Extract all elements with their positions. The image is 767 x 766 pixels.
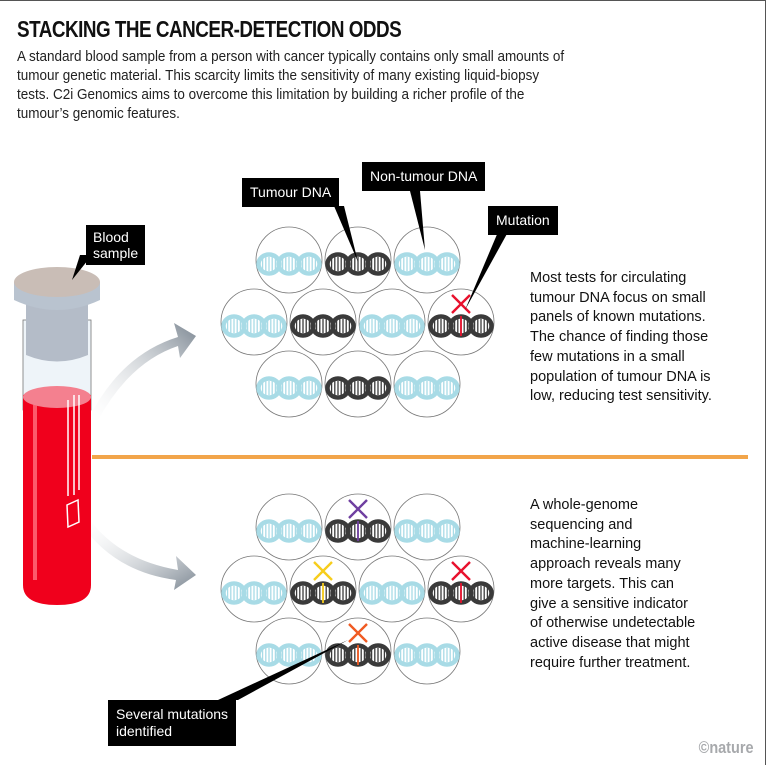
nature-credit: ©nature: [698, 738, 753, 757]
non-tumour-cell: [393, 617, 461, 685]
non-tumour-dna-label: Non-tumour DNA: [362, 162, 486, 191]
tumour-cell: [289, 288, 357, 356]
bottom-panel-description: A whole-genome sequencing and machine-le…: [530, 496, 695, 673]
non-tumour-dna-pointer: [410, 191, 425, 250]
dna-helix-loop: [399, 581, 425, 605]
non-tumour-cell: [358, 288, 426, 356]
dna-helix-loop: [434, 376, 460, 400]
tumour-cell: [289, 555, 357, 623]
non-tumour-cell: [393, 350, 461, 418]
mutation-label: Mutation: [488, 206, 558, 235]
mutation-cross-icon: [451, 561, 471, 581]
dna-helix-loop: [261, 581, 287, 605]
dna-helix-loop: [365, 376, 391, 400]
non-tumour-cell: [358, 555, 426, 623]
desc-line: A whole-genome: [530, 497, 639, 513]
desc-line: machine-learning: [530, 536, 642, 553]
intro-line: tumour genetic material. This scarcity l…: [17, 68, 540, 84]
several-mutations-pointer: [218, 640, 348, 700]
tumour-cell: [324, 226, 392, 294]
dna-helix-loop: [330, 314, 356, 338]
intro-line: A standard blood sample from a person wi…: [17, 49, 565, 65]
tumour-cell: [427, 555, 495, 623]
several-mutations-label: Several mutations identified: [108, 700, 237, 746]
non-tumour-cell: [255, 617, 323, 685]
dna-helix-loop: [434, 643, 460, 667]
dna-helix-loop: [434, 519, 460, 543]
dna-helix-loop: [296, 252, 322, 276]
arrow-to-bottom-panel: [82, 520, 196, 590]
dna-helix-loop: [261, 314, 287, 338]
desc-line: few mutations in a small: [530, 348, 685, 365]
desc-line: require further treatment.: [530, 654, 691, 671]
blood-tube: [14, 267, 100, 605]
mutation-cross-icon: [348, 623, 368, 643]
desc-line: low, reducing test sensitivity.: [530, 388, 712, 405]
label-line: sample: [93, 245, 139, 261]
tumour-cell: [324, 350, 392, 418]
intro-text: A standard blood sample from a person wi…: [17, 48, 757, 124]
arrow-to-top-panel: [88, 323, 196, 420]
dna-helix-loop: [468, 581, 494, 605]
dna-helix-loop: [434, 252, 460, 276]
label-line: identified: [116, 723, 173, 739]
tumour-cell: [324, 493, 392, 561]
dna-helix-loop: [365, 643, 391, 667]
label-line: Several mutations: [116, 706, 229, 722]
blood-sample-label: Blood sample: [86, 225, 146, 265]
intro-line: tests. C2i Genomics aims to overcome thi…: [17, 87, 525, 103]
non-tumour-cell: [255, 350, 323, 418]
desc-line: approach reveals many: [530, 556, 681, 573]
desc-line: Most tests for circulating: [530, 270, 687, 286]
desc-line: of otherwise undetectable: [530, 615, 696, 632]
non-tumour-cell: [255, 226, 323, 294]
desc-line: more targets. This can: [530, 575, 674, 592]
mutation-cross-icon: [451, 294, 471, 314]
label-line: Blood: [93, 229, 129, 245]
tumour-dna-label: Tumour DNA: [242, 178, 340, 207]
tumour-cell: [427, 288, 495, 356]
non-tumour-cell: [220, 288, 288, 356]
desc-line: The chance of finding those: [530, 329, 709, 346]
dna-helix-loop: [468, 314, 494, 338]
dna-helix-loop: [399, 314, 425, 338]
dna-helix-loop: [296, 376, 322, 400]
tumour-dna-pointer: [334, 206, 358, 262]
dna-helix-loop: [365, 252, 391, 276]
desc-line: population of tumour DNA is: [530, 368, 711, 385]
top-panel-description: Most tests for circulating tumour DNA fo…: [530, 269, 712, 407]
non-tumour-cell: [255, 493, 323, 561]
desc-line: give a sensitive indicator: [530, 595, 688, 612]
mutation-cross-icon: [313, 561, 333, 581]
dna-helix-loop: [365, 519, 391, 543]
cell-grid-top: [220, 226, 495, 418]
desc-line: tumour DNA focus on small: [530, 289, 706, 306]
desc-line: sequencing and: [530, 516, 633, 533]
cell-grid-bottom: [220, 493, 495, 685]
non-tumour-cell: [220, 555, 288, 623]
dna-helix-loop: [296, 519, 322, 543]
tumour-cell: [324, 617, 392, 685]
non-tumour-cell: [393, 493, 461, 561]
intro-line: tumour’s genomic features.: [17, 106, 180, 122]
mutation-pointer: [465, 232, 508, 310]
figure-title: STACKING THE CANCER-DETECTION ODDS: [17, 16, 402, 42]
mutation-cross-icon: [348, 499, 368, 519]
desc-line: active disease that might: [530, 634, 690, 651]
desc-line: panels of known mutations.: [530, 309, 706, 326]
non-tumour-cell: [393, 226, 461, 294]
dna-helix-loop: [330, 581, 356, 605]
